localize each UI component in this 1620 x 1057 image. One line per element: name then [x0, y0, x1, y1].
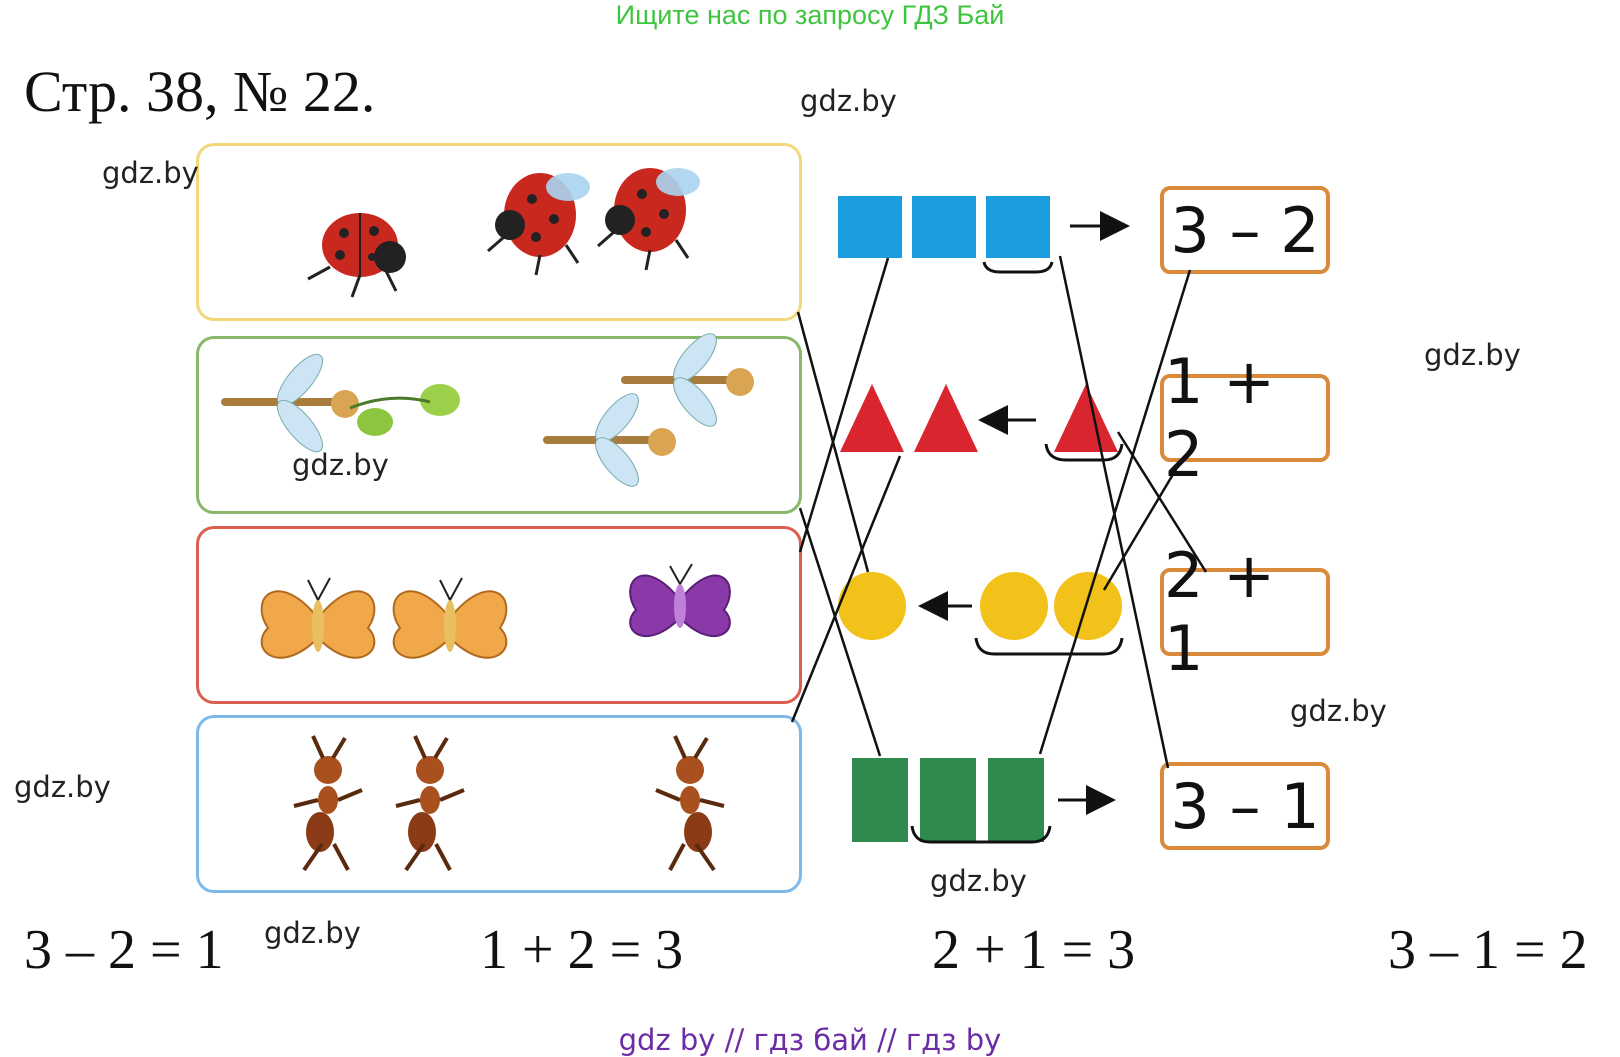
dragonfly-icon — [221, 353, 460, 453]
watermark: gdz.by — [1424, 338, 1521, 372]
yellow-circles-row — [838, 572, 1124, 656]
butterfly-icon — [260, 577, 376, 659]
ant-icon — [655, 735, 725, 872]
expression-card-1: 3 – 2 — [1160, 186, 1330, 274]
answer-1: 3 – 2 = 1 — [24, 919, 224, 981]
watermark: gdz.by — [800, 84, 897, 118]
butterfly-icon — [629, 563, 731, 638]
ant-icon — [293, 735, 363, 872]
watermark: gdz.by — [930, 864, 1027, 898]
ant-icon — [395, 735, 465, 872]
dragonfly-icon — [621, 333, 754, 427]
ladybugs-box — [196, 143, 802, 321]
banner-text: Ищите нас по запросу ГДЗ Бай — [615, 0, 1005, 30]
dragonfly-icon — [543, 393, 676, 487]
ladybug-icon — [487, 173, 590, 276]
butterfly-icon — [392, 577, 508, 659]
answer-3: 2 + 1 = 3 — [932, 919, 1136, 981]
watermark: gdz.by — [1290, 694, 1387, 728]
watermark: gdz.by — [264, 916, 361, 950]
matching-lines — [790, 255, 1208, 769]
answer-4: 3 – 1 = 2 — [1388, 919, 1588, 981]
answer-2: 1 + 2 = 3 — [480, 919, 684, 981]
blue-squares-row — [838, 196, 1130, 274]
red-triangles-row — [840, 384, 1124, 462]
ladybug-icon — [597, 168, 700, 271]
green-rectangles-row — [852, 758, 1116, 844]
watermark: gdz.by — [14, 770, 111, 804]
watermark: gdz.by — [102, 156, 199, 190]
ladybug-icon — [307, 213, 406, 298]
page-title: Стр. 38, № 22. — [24, 59, 376, 124]
expression-card-4: 3 – 1 — [1160, 762, 1330, 850]
footer-text: gdz by // гдз бай // гдз by — [618, 1023, 1002, 1057]
watermark: gdz.by — [292, 448, 389, 482]
